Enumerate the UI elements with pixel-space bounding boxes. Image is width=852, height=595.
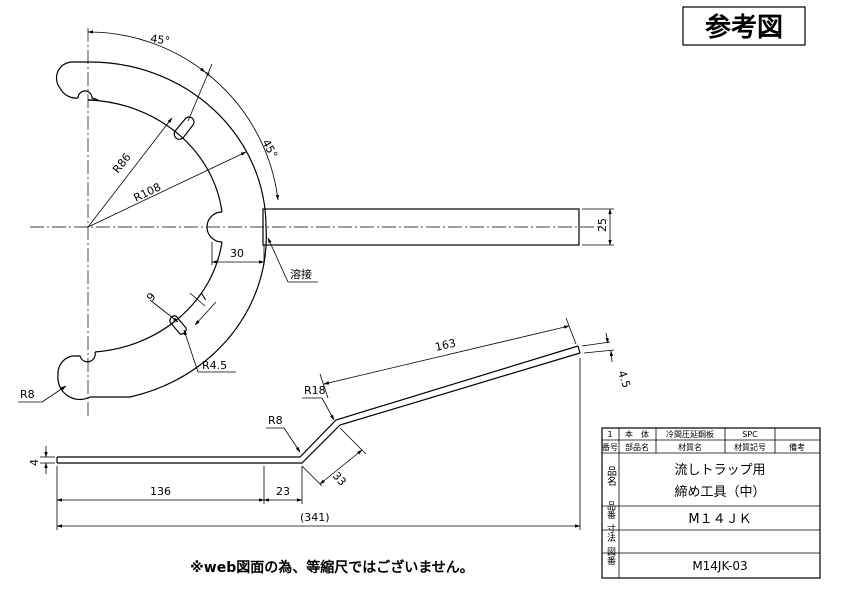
r8-bend-label: R8 <box>268 414 283 427</box>
dim-7-label: 7 <box>196 290 211 304</box>
header-material-name: 材質名 <box>678 442 702 452</box>
r18-label: R18 <box>304 384 326 397</box>
dim-33-label: 33 <box>330 469 349 488</box>
part-name: 本 体 <box>625 429 649 439</box>
drawing-number: M14JK-03 <box>692 559 747 573</box>
scale-notice: ※web図面の為、等縮尺ではございません。 <box>190 559 474 576</box>
stamp-text: 参考図 <box>705 12 783 43</box>
dim-25-label: 25 <box>596 218 609 232</box>
header-remarks: 備考 <box>789 442 805 452</box>
dim-23-label: 23 <box>276 485 290 498</box>
dim-45-label: 4.5 <box>615 369 633 390</box>
dim-9-label: 9 <box>144 290 159 304</box>
r108-label: R108 <box>132 180 163 204</box>
r45-label: R4.5 <box>202 359 227 372</box>
number-label: 品番 <box>605 501 616 519</box>
dim-163-label: 163 <box>434 337 457 354</box>
wrench-side-view: 4 136 23 (341) 33 R8 R18 163 <box>28 317 633 530</box>
angle-mid-label: 45° <box>259 137 280 160</box>
dim-341-label: (341) <box>300 511 330 524</box>
name-label: 品名 <box>605 466 617 487</box>
drawing-label: 図番 <box>605 547 616 565</box>
dim-136-label: 136 <box>150 485 171 498</box>
dim-30-label: 30 <box>230 247 244 260</box>
welding-label: 溶接 <box>290 267 312 281</box>
dim-4-label: 4 <box>28 459 41 466</box>
header-part-name: 部品名 <box>625 442 649 452</box>
dimension-label: 寸法 <box>605 523 616 543</box>
product-name-line1: 流しトラップ用 <box>674 463 765 478</box>
material-name: 冷間圧延鋼板 <box>666 429 714 439</box>
product-number: M１４ＪＫ <box>688 512 751 527</box>
angle-top-label: 45° <box>150 32 171 48</box>
header-material-code: 材質記号 <box>734 442 766 452</box>
part-number: 1 <box>607 430 612 439</box>
wrench-head-view: R86 R108 45° 45° 30 溶接 9 7 R4.5 R8 <box>18 28 614 418</box>
material-code: SPC <box>742 430 758 439</box>
r8-outer-label: R8 <box>20 388 35 401</box>
reference-stamp: 参考図 <box>682 6 806 46</box>
title-block: 1 本 体 冷間圧延鋼板 SPC 番号 部品名 材質名 材質記号 備考 品名 流… <box>601 427 821 579</box>
header-number: 番号 <box>602 442 618 452</box>
product-name-line2: 締め工具（中） <box>674 484 765 500</box>
